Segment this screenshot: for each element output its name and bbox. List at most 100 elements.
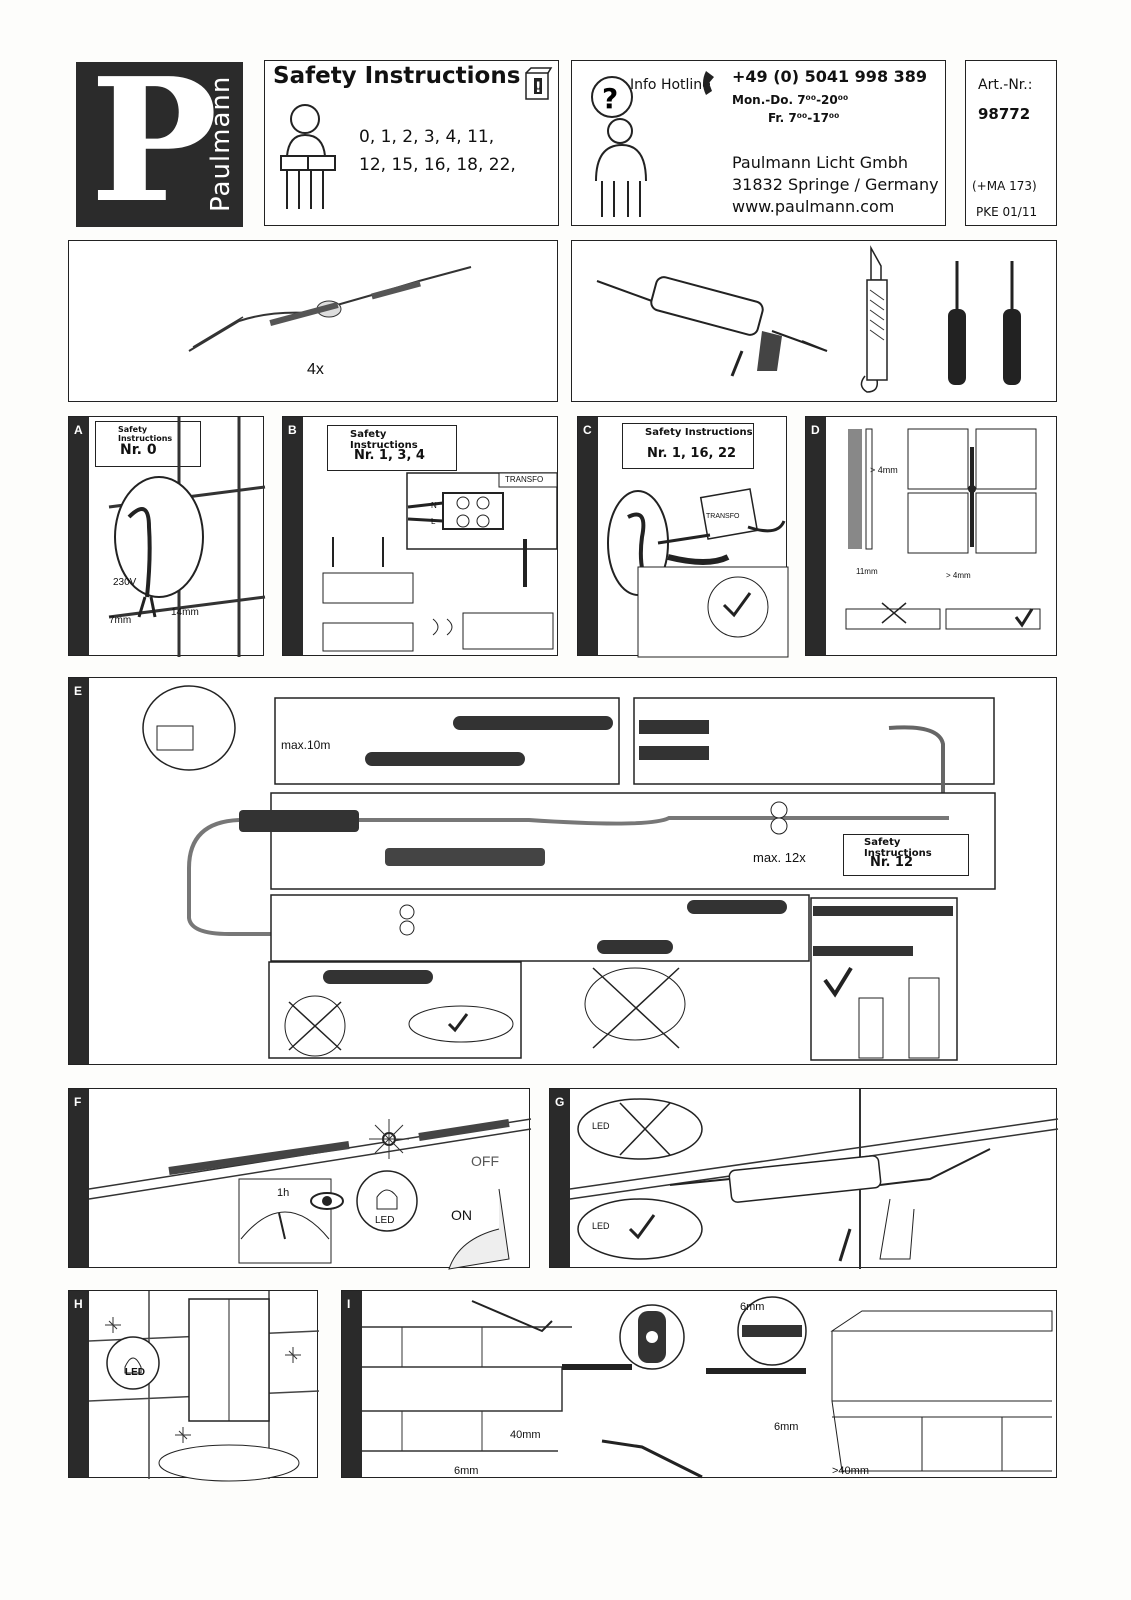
panel-a-safety-badge: Safety Instructions Nr. 0 (95, 421, 201, 467)
logo-letter: P (90, 41, 218, 241)
hotline-phone: +49 (0) 5041 998 389 (732, 67, 928, 86)
parts-quantity: 4x (307, 361, 324, 378)
article-pke: PKE 01/11 (976, 205, 1038, 219)
panel-h-letter: H (74, 1297, 83, 1311)
paulmann-logo: P Paulmann (76, 56, 243, 227)
panel-a-dim-14mm: 14mm (171, 607, 199, 618)
phillips-screwdriver-icon (1003, 261, 1021, 385)
panel-f-led: LED (375, 1215, 395, 1226)
panel-i-letter: I (347, 1297, 351, 1311)
panel-h: H LED (68, 1290, 320, 1482)
panel-f-letter: F (74, 1095, 82, 1109)
panel-e-letter: E (74, 684, 83, 698)
hours-fri: Fr. 7⁰⁰-17⁰⁰ (768, 111, 840, 125)
panel-g-led-2: LED (592, 1221, 610, 1231)
caulk-gun-icon (596, 276, 828, 377)
panel-g-led-1: LED (592, 1121, 610, 1131)
safety-instructions-box: Safety Instructions ! 0, 1, 2, 3, 4, 11,… (264, 60, 559, 226)
safety-numbers-line2: 12, 15, 16, 18, 22, (359, 155, 516, 175)
panel-a: A Safety Instructions Nr. 0 230V 7mm 14m… (68, 416, 266, 657)
svg-text:!: ! (535, 80, 541, 96)
article-label: Art.-Nr.: (978, 77, 1033, 93)
panel-c: C Safety Instructions Nr. 1, 16, 22 TRAN… (577, 416, 789, 658)
phone-icon (703, 71, 714, 95)
panel-f-label-bar: F (69, 1089, 89, 1267)
panel-f-cure-illustration (88, 1118, 532, 1270)
panel-i-dim-6mm-c: 6mm (774, 1421, 799, 1433)
panel-a-letter: A (74, 423, 83, 437)
panel-b-transfo: TRANSFO (505, 475, 544, 484)
panel-d-gap-3: > 4mm (946, 571, 971, 580)
panel-b-si-title: Safety Instructions (350, 429, 418, 451)
panel-h-label-bar: H (69, 1291, 89, 1477)
panel-c-si-nr: Nr. 1, 16, 22 (647, 446, 737, 461)
safety-numbers-line1: 0, 1, 2, 3, 4, 11, (359, 127, 495, 147)
panel-d: D > 4mm 11mm > 4mm (805, 416, 1057, 656)
panel-a-voltage: 230V (113, 577, 137, 588)
panel-a-si-nr: Nr. 0 (120, 442, 157, 458)
panel-d-tile-gap-illustration (845, 428, 1041, 630)
panel-e-safety-badge: Safety Instructions Nr. 12 (843, 834, 969, 876)
panel-c-transfo-illustration (607, 488, 789, 658)
tools-box (571, 240, 1057, 402)
panel-e: E (68, 677, 1057, 1065)
panel-i-dim-6mm-a: 6mm (454, 1465, 479, 1477)
cutter-knife-icon (860, 245, 888, 393)
panel-a-dim-7mm: 7mm (109, 615, 132, 626)
panel-e-si-title: Safety Instructions (864, 837, 932, 859)
panel-c-si-title: Safety Instructions (645, 427, 753, 438)
warning-book-icon: ! (525, 67, 553, 100)
panel-i-placement-illustration (362, 1296, 1053, 1479)
panel-f-on: ON (451, 1207, 472, 1223)
panel-a-si-title: Safety Instructions (118, 425, 173, 443)
panel-b: B Safety Instructions Nr. 1, 3, 4 TRANSF… (282, 416, 558, 656)
panel-c-label-bar: C (578, 417, 598, 655)
panel-i-label-bar: I (342, 1291, 362, 1477)
panel-i: I 40mm 6mm 6mm 6mm >40mm (341, 1290, 1057, 1479)
reading-person-icon (280, 104, 336, 209)
svg-text:?: ? (602, 82, 618, 115)
panel-a-label-bar: A (69, 417, 89, 655)
logo-brand-name: Paulmann (206, 75, 236, 212)
panel-b-letter: B (288, 423, 297, 437)
panel-d-label-bar: D (806, 417, 826, 655)
panel-a-tiles-illustration (108, 417, 266, 657)
panel-e-max-length: max.10m (281, 738, 331, 752)
panel-i-dim-40mm-a: 40mm (510, 1429, 541, 1441)
company-city: 31832 Springe / Germany (732, 175, 939, 194)
panel-f-off: OFF (471, 1153, 499, 1169)
panel-d-letter: D (811, 423, 820, 437)
panel-i-dim-40mm-b: >40mm (832, 1465, 869, 1477)
panel-g-label-bar: G (550, 1089, 570, 1267)
panel-g: G LED LED (549, 1088, 1059, 1269)
panel-h-bathroom-illustration (88, 1291, 320, 1482)
parts-box: 4x (68, 240, 558, 402)
panel-h-led: LED (125, 1367, 145, 1378)
panel-b-safety-badge: Safety Instructions Nr. 1, 3, 4 (327, 425, 457, 471)
question-person-icon: ? (591, 76, 647, 217)
panel-c-transfo: TRANSFO (706, 513, 740, 520)
hotline-box: ? Info Hotline +49 (0) 5041 998 389 Mon.… (571, 60, 946, 226)
led-cable-illustration (188, 266, 472, 352)
panel-d-gap-1: > 4mm (870, 465, 898, 475)
hours-mon-thu: Mon.-Do. 7⁰⁰-20⁰⁰ (732, 93, 849, 107)
company-web[interactable]: www.paulmann.com (732, 197, 895, 216)
panel-b-n-left: N (431, 501, 437, 510)
panel-g-letter: G (555, 1095, 565, 1109)
panel-c-letter: C (583, 423, 592, 437)
panel-d-gap-2: 11mm (856, 567, 878, 576)
panel-e-max-count: max. 12x (753, 850, 806, 865)
panel-e-label-bar: E (69, 678, 89, 1064)
article-extra: (+MA 173) (972, 179, 1037, 193)
article-box: Art.-Nr.: 98772 (+MA 173) PKE 01/11 (965, 60, 1057, 226)
panel-c-safety-badge: Safety Instructions Nr. 1, 16, 22 (622, 423, 754, 469)
panel-b-si-nr: Nr. 1, 3, 4 (354, 448, 425, 463)
company-name: Paulmann Licht Gmbh (732, 153, 909, 172)
panel-b-terminal-illustration (322, 472, 558, 652)
panel-b-label-bar: B (283, 417, 303, 655)
flat-screwdriver-icon (948, 261, 966, 385)
panel-i-dim-6mm-b: 6mm (740, 1301, 765, 1313)
panel-e-si-nr: Nr. 12 (870, 855, 913, 870)
article-number: 98772 (978, 105, 1031, 123)
panel-g-sealant-illustration (569, 1089, 1059, 1269)
